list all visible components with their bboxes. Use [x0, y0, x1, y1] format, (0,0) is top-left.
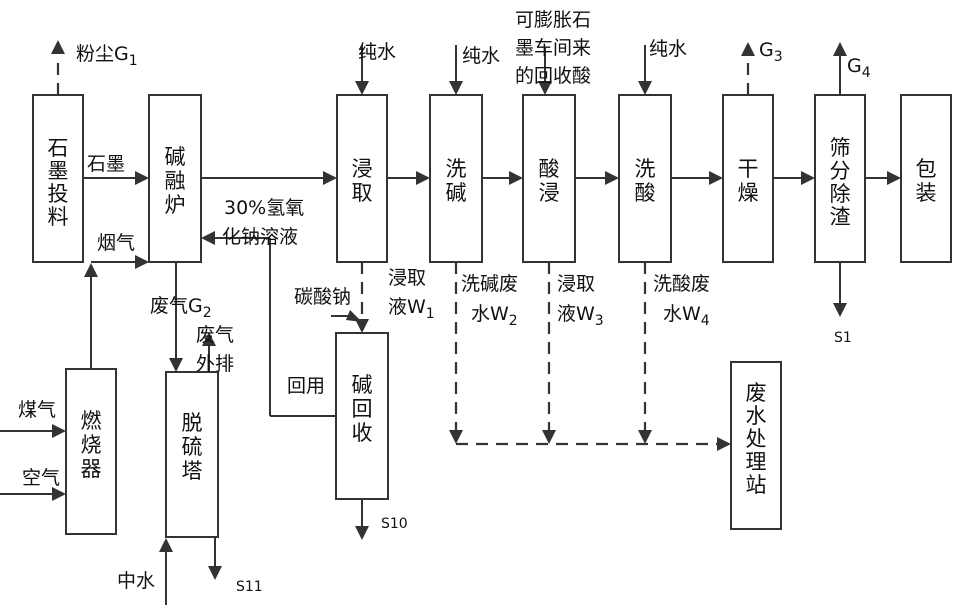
label-acid-wastewater-w4: 洗酸废水W4 — [653, 273, 710, 329]
arrow-acid-wash-to-dry — [671, 171, 723, 185]
arrow-wastewater-collector — [456, 437, 731, 451]
arrow-sodium-carbonate — [331, 310, 362, 322]
label-s1: S1 — [834, 330, 852, 346]
arrow-coal-gas — [0, 424, 66, 438]
arrow-pure-water-acid-wash — [638, 45, 652, 95]
box-acid-wash: 洗酸 — [618, 94, 672, 263]
arrow-dust-g1 — [51, 40, 65, 95]
label-reuse: 回用 — [287, 375, 325, 397]
box-alkali-wash: 洗碱 — [429, 94, 483, 263]
box-acid-leach: 酸浸 — [522, 94, 576, 263]
arrow-acid-source — [538, 48, 552, 95]
label-sodium-carbonate: 碳酸钠 — [294, 286, 351, 308]
label-s10: S10 — [381, 516, 408, 532]
arrow-screen-to-pack — [865, 171, 901, 185]
label-graphite: 石墨 — [87, 153, 125, 175]
label-g4: G4 — [847, 55, 871, 81]
svg-text:碱融炉: 碱融炉 — [165, 145, 186, 217]
arrow-acid-wastewater-w4 — [638, 262, 652, 444]
label-pure-water-3: 纯水 — [649, 38, 687, 60]
arrow-leach-to-alkali-wash — [387, 171, 430, 185]
box-burner: 燃烧器 — [65, 368, 117, 535]
arrow-pure-water-leach — [355, 45, 369, 95]
label-pure-water-2: 纯水 — [462, 45, 500, 67]
label-pure-water-1: 纯水 — [358, 41, 396, 63]
label-alkali-wastewater-w2: 洗碱废水W2 — [461, 273, 518, 329]
arrow-s10 — [355, 499, 369, 540]
arrow-s11 — [208, 537, 222, 580]
svg-text:碱回收: 碱回收 — [352, 373, 373, 445]
svg-text:洗酸: 洗酸 — [635, 157, 656, 205]
arrow-burner-flue-gas — [84, 255, 149, 369]
svg-text:筛分除渣: 筛分除渣 — [830, 136, 851, 229]
label-flue-gas: 烟气 — [97, 232, 135, 254]
arrow-s1 — [833, 262, 847, 317]
svg-text:废水处理站: 废水处理站 — [746, 381, 767, 497]
box-leach: 浸取 — [336, 94, 388, 263]
svg-text:脱硫塔: 脱硫塔 — [182, 411, 203, 483]
arrow-acid-leach-to-acid-wash — [575, 171, 619, 185]
arrow-air — [0, 487, 66, 501]
label-acid-source: 可膨胀石墨车间来的回收酸 — [515, 9, 591, 87]
box-alkali-recovery: 碱回收 — [335, 332, 389, 500]
label-leachate-w3: 浸取液W3 — [557, 273, 604, 329]
label-naoh-solution: 30%氢氧化钠溶液 — [222, 197, 304, 248]
arrow-exhaust-g2 — [169, 262, 183, 372]
label-exhaust-out: 废气外排 — [196, 324, 234, 375]
box-alkali-furnace: 碱融炉 — [148, 94, 202, 263]
arrow-alkali-wash-to-acid-leach — [482, 171, 523, 185]
arrow-leachate-w3 — [542, 262, 556, 444]
box-pack: 包装 — [900, 94, 952, 263]
box-wastewater-station: 废水处理站 — [730, 361, 782, 530]
arrow-reclaimed-water — [159, 538, 173, 605]
label-coal-gas: 煤气 — [18, 399, 56, 421]
arrow-leachate-w1 — [355, 262, 369, 333]
arrow-exhaust-out — [202, 332, 216, 372]
box-screen: 筛分除渣 — [814, 94, 866, 263]
arrow-naoh-return — [201, 231, 336, 417]
label-s11: S11 — [236, 579, 263, 595]
svg-text:洗碱: 洗碱 — [446, 157, 467, 205]
arrow-graphite-to-furnace — [83, 171, 149, 185]
arrow-g3 — [741, 42, 755, 95]
svg-text:包装: 包装 — [916, 157, 937, 205]
arrow-dry-to-screen — [773, 171, 815, 185]
svg-text:干燥: 干燥 — [738, 157, 759, 205]
label-exhaust-g2: 废气G2 — [150, 295, 212, 321]
box-desulfurizer: 脱硫塔 — [165, 371, 219, 538]
label-leachate-w1: 浸取液W1 — [388, 267, 435, 322]
label-dust: 粉尘G1 — [76, 43, 138, 69]
arrow-furnace-to-leach — [201, 171, 337, 185]
arrow-alkali-wastewater-w2 — [449, 262, 463, 444]
svg-text:燃烧器: 燃烧器 — [81, 409, 102, 481]
arrow-pure-water-alkali-wash — [449, 45, 463, 95]
label-reclaimed-water: 中水 — [117, 570, 155, 592]
box-dry: 干燥 — [722, 94, 774, 263]
box-graphite-feed: 石墨投料 — [32, 94, 84, 263]
svg-text:石墨投料: 石墨投料 — [48, 136, 69, 229]
label-air: 空气 — [22, 467, 60, 489]
label-g3: G3 — [759, 39, 783, 65]
arrow-g4 — [833, 42, 847, 95]
svg-text:酸浸: 酸浸 — [539, 157, 560, 205]
svg-text:浸取: 浸取 — [352, 157, 373, 205]
